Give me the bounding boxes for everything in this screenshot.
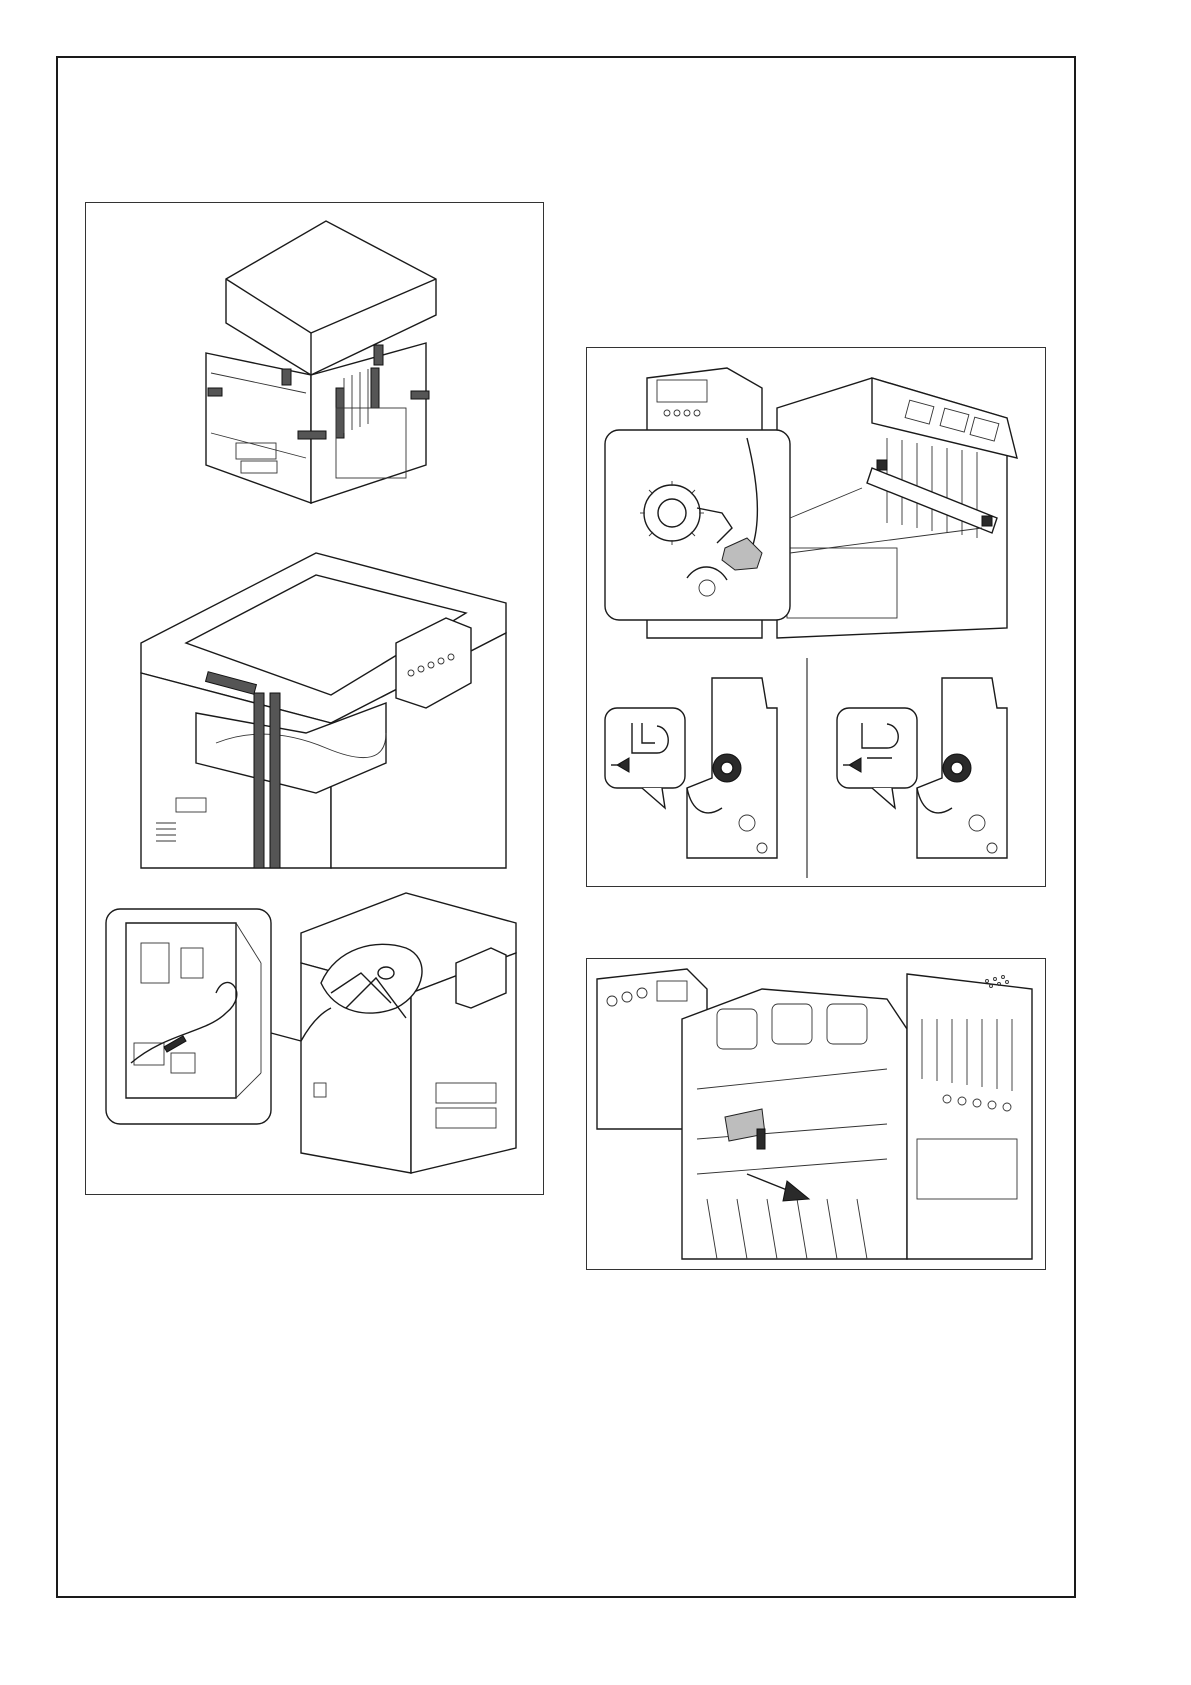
figure-panel-fuser (586, 347, 1046, 887)
protective-sheet-removal-illustration (597, 969, 1032, 1259)
bagged-machine-illustration (301, 893, 516, 1173)
figure-panel-unpacking (85, 202, 544, 1195)
taped-machine-illustration (141, 553, 506, 868)
fuser-unit-illustration (605, 368, 1017, 638)
cable-callout-illustration (106, 909, 301, 1124)
lever-position-before (605, 678, 777, 858)
figure-panel-sheet-removal (586, 958, 1046, 1270)
boxed-machine-illustration (206, 221, 436, 503)
lever-position-after (837, 678, 1007, 858)
